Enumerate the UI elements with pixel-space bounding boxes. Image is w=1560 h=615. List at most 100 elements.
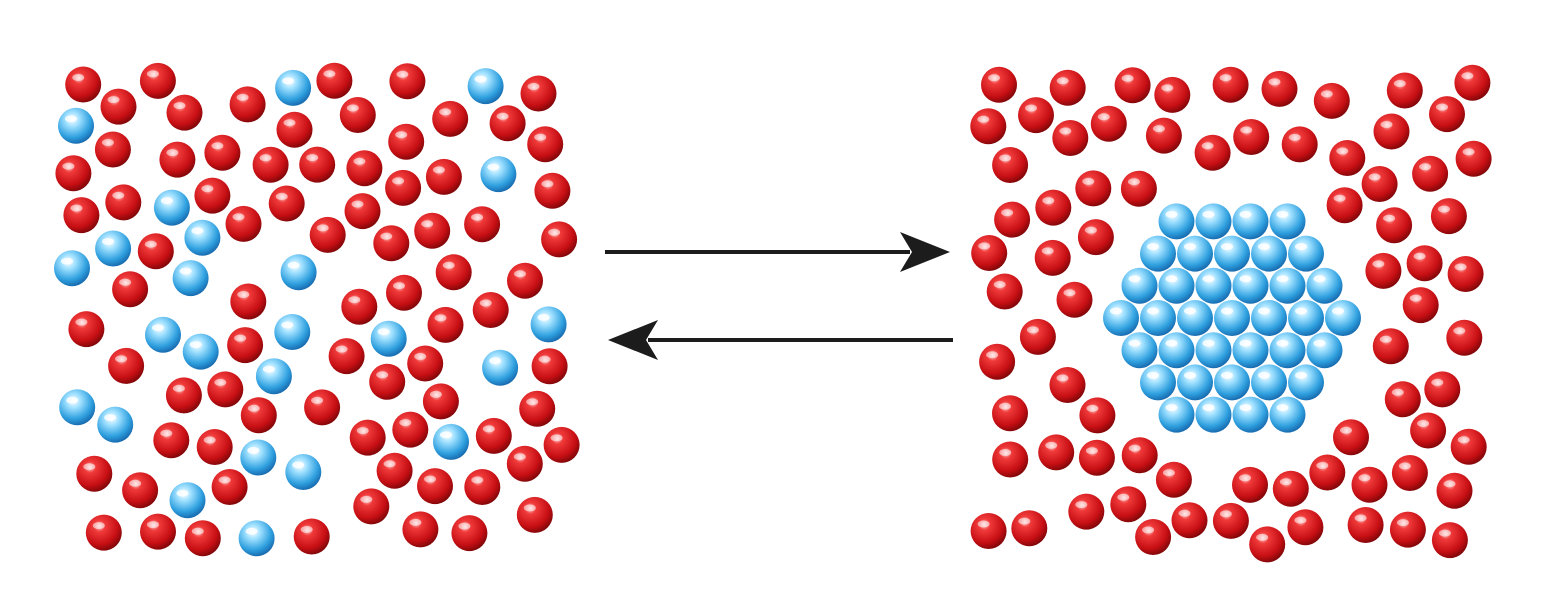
red-particle — [417, 468, 453, 505]
red-particle-highlight — [92, 522, 105, 530]
red-particle — [1376, 207, 1413, 244]
red-particle — [1424, 371, 1461, 408]
dispersed-state-panel — [54, 62, 580, 557]
red-particle-highlight — [513, 453, 526, 461]
red-particle — [979, 343, 1016, 380]
red-particle-highlight — [1041, 247, 1054, 255]
red-particle — [1261, 70, 1298, 107]
blue-particle — [1140, 300, 1176, 336]
red-particle — [1011, 510, 1048, 547]
red-particle — [276, 111, 313, 148]
red-particle-highlight — [434, 314, 447, 322]
blue-particle — [1232, 332, 1269, 369]
red-particle — [309, 216, 346, 253]
red-particle — [1333, 419, 1369, 456]
red-particle — [1386, 72, 1423, 109]
red-particle — [506, 445, 543, 482]
red-particle — [992, 441, 1029, 478]
red-particle — [981, 66, 1017, 103]
blue-particle-highlight — [377, 328, 390, 336]
blue-particle — [1121, 267, 1158, 304]
red-particle — [1431, 522, 1468, 559]
red-particle — [970, 513, 1007, 549]
blue-particle-highlight — [1165, 210, 1178, 218]
red-particle — [425, 158, 462, 195]
blue-particle — [182, 333, 219, 370]
red-particle-highlight — [1219, 510, 1232, 518]
blue-particle-highlight — [160, 197, 173, 205]
blue-particle-highlight — [1202, 210, 1215, 218]
red-particle-highlight — [353, 157, 366, 165]
blue-particle — [1251, 235, 1287, 272]
red-particle — [55, 155, 92, 192]
red-particle-highlight — [356, 427, 369, 435]
red-particle-highlight — [1082, 177, 1095, 185]
blue-particle-highlight — [65, 115, 77, 123]
blue-particle — [1158, 203, 1195, 240]
red-particle — [992, 147, 1029, 183]
red-particle-highlight — [414, 353, 427, 360]
blue-particle — [1177, 235, 1213, 272]
blue-particle — [1269, 396, 1306, 433]
blue-particle — [238, 520, 275, 557]
red-particle — [1155, 461, 1192, 498]
red-particle — [1078, 439, 1115, 476]
blue-particle — [184, 219, 221, 256]
blue-particle — [1214, 235, 1250, 272]
red-particle — [464, 206, 501, 243]
red-particle — [1447, 256, 1484, 292]
red-particle — [376, 452, 413, 489]
red-particle — [986, 273, 1023, 310]
blue-particle — [1288, 364, 1324, 401]
red-particle-highlight — [1075, 501, 1088, 509]
blue-particle — [1306, 332, 1343, 369]
blue-particle — [1177, 364, 1213, 401]
aggregated-state-panel — [970, 64, 1492, 563]
red-particle — [1389, 511, 1426, 548]
red-particle-highlight — [988, 74, 1000, 82]
red-particle-highlight — [1443, 480, 1456, 488]
red-particle — [1212, 502, 1249, 539]
red-particle-highlight — [550, 434, 563, 442]
red-particle-highlight — [275, 193, 288, 200]
red-particle — [1171, 502, 1208, 539]
blue-particle — [1232, 267, 1269, 304]
red-particle — [65, 66, 102, 103]
blue-particle-highlight — [1202, 404, 1215, 412]
red-particle — [1145, 117, 1182, 154]
red-particle — [139, 62, 176, 99]
blue-particle — [285, 454, 322, 490]
blue-particle — [274, 314, 311, 350]
blue-particle-highlight — [1239, 210, 1252, 218]
blue-particle — [1195, 203, 1232, 240]
red-particle-highlight — [1056, 374, 1069, 382]
red-particle — [100, 88, 137, 125]
red-particle — [194, 177, 231, 214]
blue-particle-highlight — [1258, 243, 1270, 251]
blue-particle — [255, 358, 292, 395]
red-particle-highlight — [119, 278, 132, 286]
blue-particle-highlight — [1276, 210, 1289, 218]
blue-particle — [1121, 332, 1158, 369]
blue-particle — [467, 68, 504, 105]
red-particle — [970, 108, 1007, 145]
blue-particle — [1232, 203, 1269, 240]
red-particle-highlight — [247, 404, 260, 412]
red-particle — [353, 488, 390, 525]
blue-particle-highlight — [474, 75, 487, 83]
red-particle-highlight — [360, 495, 373, 503]
blue-particle — [1288, 235, 1324, 272]
red-particle-highlight — [429, 390, 442, 398]
blue-particle — [59, 389, 96, 426]
red-particle — [1347, 507, 1384, 543]
red-particle-highlight — [1436, 103, 1448, 111]
blue-particle — [1306, 267, 1343, 304]
blue-particle — [1195, 332, 1232, 369]
blue-particle-highlight — [1221, 243, 1233, 251]
red-particle-highlight — [482, 425, 495, 433]
blue-particle — [1195, 396, 1232, 433]
blue-particle-highlight — [1276, 275, 1289, 283]
red-particle-highlight — [232, 213, 245, 221]
